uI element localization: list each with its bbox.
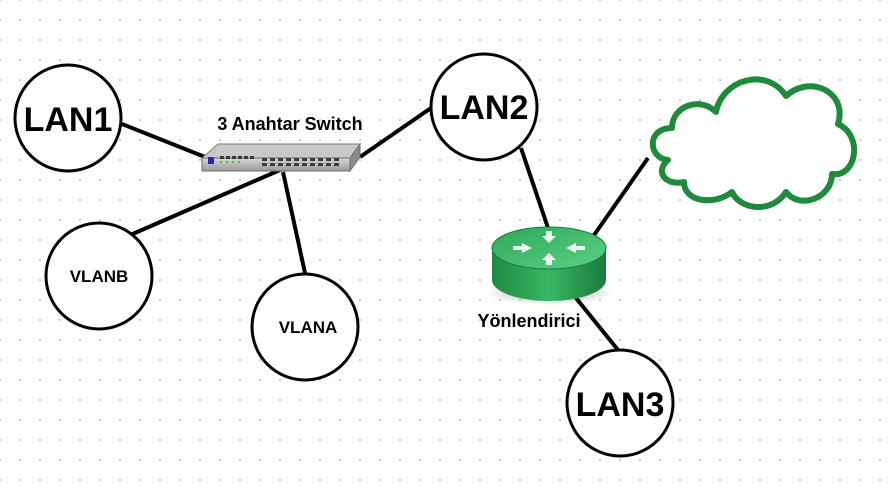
node-vlanb-label: VLANB xyxy=(70,267,129,286)
switch-leds xyxy=(220,161,240,163)
switch-label: 3 Anahtar Switch xyxy=(217,114,362,134)
link-router-lan3 xyxy=(574,296,620,352)
connections xyxy=(121,106,650,352)
node-lan1-circle xyxy=(13,63,123,173)
node-lan3[interactable]: LAN3 xyxy=(565,348,675,458)
link-lan1-switch xyxy=(121,122,206,159)
link-switch-vlanb xyxy=(127,168,281,238)
network-switch-icon[interactable] xyxy=(200,142,361,173)
router-label: Yönlendirici xyxy=(477,311,580,331)
node-lan2-circle xyxy=(429,52,539,162)
link-switch-lan2 xyxy=(358,106,433,159)
router-arrows xyxy=(513,231,585,265)
node-lan2[interactable]: LAN2 xyxy=(429,52,539,162)
router-top xyxy=(491,226,607,270)
switch-side-face xyxy=(349,142,361,173)
link-switch-vlana xyxy=(281,171,307,274)
switch-top-face xyxy=(200,143,361,159)
router-icon[interactable] xyxy=(486,226,614,305)
node-lan1[interactable]: LAN1 xyxy=(13,63,123,173)
node-lan3-label: LAN3 xyxy=(576,386,665,424)
node-lan2-label: LAN2 xyxy=(440,89,529,127)
node-lan1-label: LAN1 xyxy=(24,101,113,139)
switch-ports xyxy=(220,156,339,166)
cloud-icon[interactable] xyxy=(649,76,858,210)
switch-panel xyxy=(208,157,214,164)
node-lan3-circle xyxy=(565,348,675,458)
cloud-outline xyxy=(649,76,858,210)
node-vlana-circle xyxy=(250,272,360,382)
node-vlanb[interactable]: VLANB xyxy=(44,221,154,331)
node-vlana[interactable]: VLANA xyxy=(250,272,360,382)
link-lan2-router xyxy=(519,147,550,229)
node-vlana-label: VLANA xyxy=(279,318,338,337)
node-vlanb-circle xyxy=(44,221,154,331)
link-router-cloud xyxy=(590,156,650,240)
